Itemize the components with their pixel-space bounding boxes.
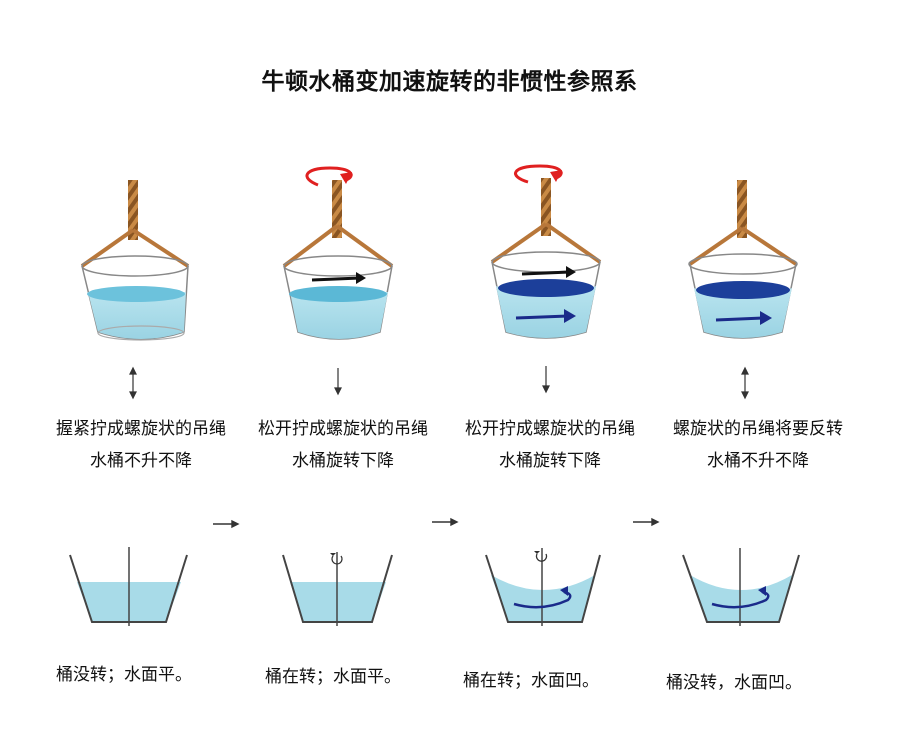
flow-arrow xyxy=(711,590,770,609)
water xyxy=(496,286,596,338)
caption-stage-4: 螺旋状的吊绳将要反转 水桶不升不降 xyxy=(653,413,863,477)
bottom-caption-3: 桶在转；水面凹。 xyxy=(463,671,599,691)
caption-line1: 握紧拧成螺旋状的吊绳 xyxy=(56,419,226,439)
progression-arrows xyxy=(213,517,660,529)
caption-line1: 松开拧成螺旋状的吊绳 xyxy=(465,419,635,439)
spin-arrow xyxy=(514,164,563,184)
rope xyxy=(128,180,138,240)
caption-line1: 螺旋状的吊绳将要反转 xyxy=(673,419,843,439)
diagram-title: 牛顿水桶变加速旋转的非惯性参照系 xyxy=(261,69,638,95)
section-3 xyxy=(485,548,601,626)
caption-line1: 松开拧成螺旋状的吊绳 xyxy=(258,419,428,439)
bucket-2-top xyxy=(282,166,394,340)
water-surface xyxy=(696,281,790,299)
section-1 xyxy=(69,547,188,626)
caption-stage-3: 松开拧成螺旋状的吊绳 水桶旋转下降 xyxy=(445,413,655,477)
rope xyxy=(737,180,747,238)
bottom-caption-1: 桶没转；水面平。 xyxy=(56,665,192,685)
water-surface xyxy=(87,286,185,302)
rotation-arrow xyxy=(521,270,571,276)
motion-indicators xyxy=(129,366,749,400)
caption-line2: 水桶旋转下降 xyxy=(499,451,601,471)
water xyxy=(694,288,792,338)
rope xyxy=(541,178,551,236)
flow-arrow xyxy=(515,314,569,320)
section-4 xyxy=(682,548,800,626)
water-surface xyxy=(289,286,387,302)
rope xyxy=(332,180,342,238)
water-surface xyxy=(498,279,594,297)
water xyxy=(290,292,388,339)
spin-icon xyxy=(535,553,548,562)
rotation-arrow xyxy=(311,276,361,282)
bucket-3-top xyxy=(490,164,602,339)
caption-line2: 水桶不升不降 xyxy=(707,451,809,471)
bucket-1-top xyxy=(80,180,190,341)
caption-line2: 水桶不升不降 xyxy=(90,451,192,471)
spin-icon xyxy=(331,555,343,565)
bottom-caption-4: 桶没转，水面凹。 xyxy=(666,673,802,693)
bottom-caption-2: 桶在转；水面平。 xyxy=(265,667,401,687)
bucket-4-top xyxy=(688,180,798,339)
caption-stage-1: 握紧拧成螺旋状的吊绳 水桶不升不降 xyxy=(36,413,246,477)
spin-arrow xyxy=(305,166,353,187)
flow-arrow xyxy=(715,316,765,322)
section-2 xyxy=(282,552,393,626)
caption-stage-2: 松开拧成螺旋状的吊绳 水桶旋转下降 xyxy=(238,413,448,477)
flow-arrow xyxy=(513,590,572,609)
caption-line2: 水桶旋转下降 xyxy=(292,451,394,471)
